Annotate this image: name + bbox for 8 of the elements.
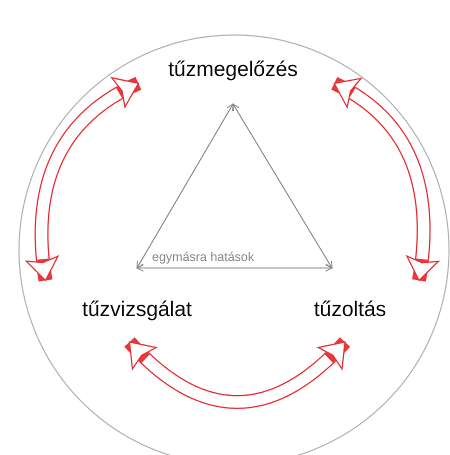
node-label: tűzmegelőzés <box>168 58 298 82</box>
node-label: tűzoltás <box>314 298 386 322</box>
arrow <box>232 104 332 268</box>
arrow <box>136 104 234 268</box>
edge-label: egymásra hatások <box>150 250 256 264</box>
node-label: tűzvizsgálat <box>82 298 192 322</box>
curved-double-arrow <box>122 335 352 409</box>
arrow <box>136 264 332 272</box>
